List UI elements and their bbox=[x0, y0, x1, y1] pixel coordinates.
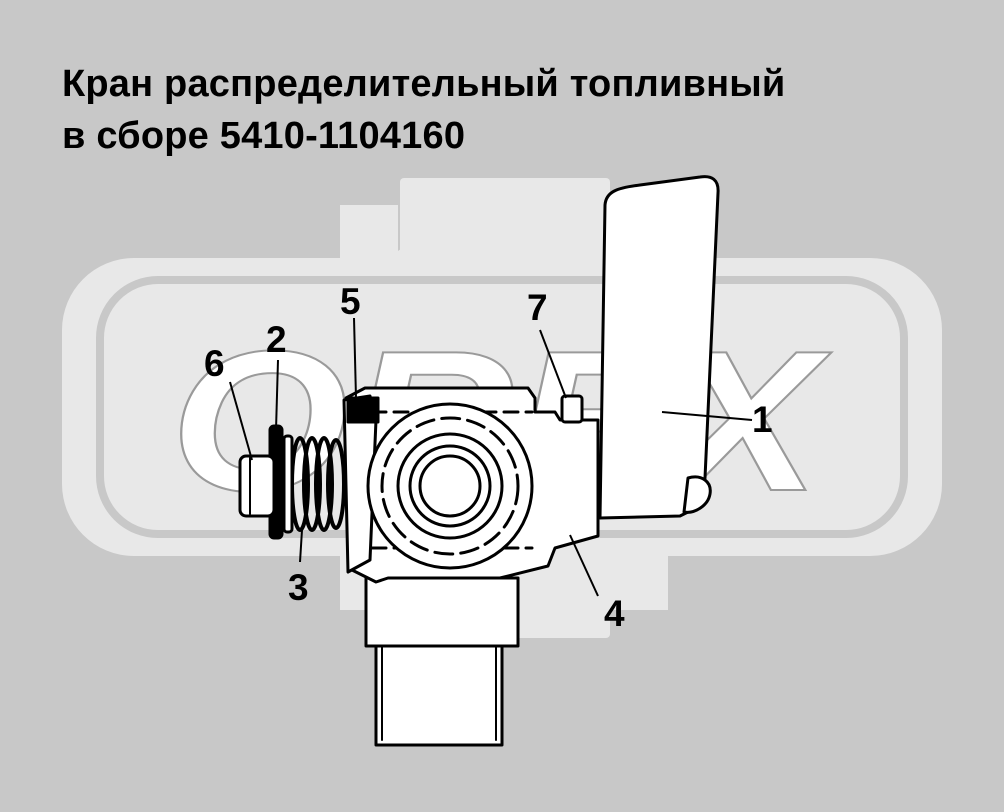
leader-lines bbox=[229, 317, 753, 597]
leader-line-3 bbox=[299, 529, 303, 563]
spindle-dashed-ring bbox=[380, 416, 520, 556]
outlet-hex bbox=[364, 576, 520, 648]
title-line-1: Кран распределительный топливный bbox=[62, 63, 786, 105]
callout-4: 4 bbox=[604, 593, 625, 634]
leader-line-4 bbox=[569, 534, 599, 597]
callout-2: 2 bbox=[266, 319, 287, 360]
stop-pin bbox=[560, 394, 584, 424]
leader-line-7 bbox=[539, 329, 567, 399]
lever-handle bbox=[598, 175, 720, 520]
outlet-nipple bbox=[374, 638, 504, 747]
callout-5: 5 bbox=[340, 281, 361, 322]
callout-7: 7 bbox=[527, 287, 548, 328]
seal-block bbox=[346, 396, 380, 424]
callout-numbers: 1 2 3 4 5 6 7 bbox=[204, 281, 773, 634]
callout-3: 3 bbox=[288, 567, 309, 608]
lever-grip-end bbox=[682, 475, 712, 514]
leader-line-5 bbox=[353, 317, 357, 399]
callout-1: 1 bbox=[752, 399, 773, 440]
spindle-core bbox=[418, 454, 482, 518]
title-line-2: в сборе 5410-1104160 bbox=[62, 115, 466, 157]
washer-back bbox=[282, 434, 294, 534]
leader-line-2 bbox=[275, 359, 279, 431]
valve-parts bbox=[238, 175, 720, 747]
leader-line-1 bbox=[661, 411, 753, 421]
cap-nut bbox=[238, 454, 276, 518]
callout-6: 6 bbox=[204, 343, 225, 384]
diagram-title: Кран распределительный топливный в сборе… bbox=[62, 58, 785, 162]
leader-line-6 bbox=[229, 381, 253, 461]
